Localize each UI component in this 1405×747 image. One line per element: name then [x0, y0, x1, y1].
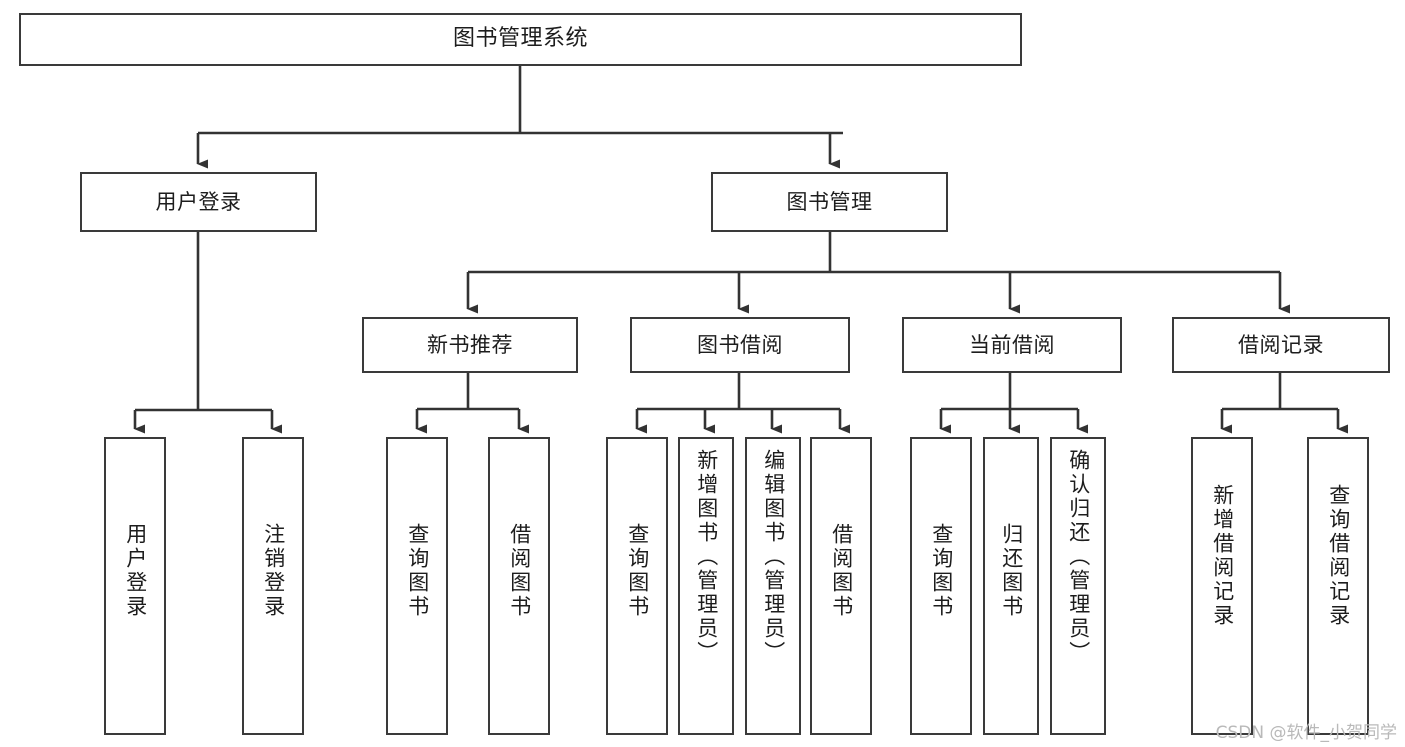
leaf-borrow-book-recommend[interactable]: 借阅图书	[488, 437, 550, 735]
leaf-edit-book-admin[interactable]: 编辑图书（管理员）	[745, 437, 801, 735]
node-current-borrow[interactable]: 当前借阅	[902, 317, 1122, 373]
node-label: 查询图书	[405, 523, 430, 619]
node-label: 借阅记录	[1238, 332, 1324, 357]
node-label: 用户登录	[155, 189, 242, 214]
leaf-query-book-recommend[interactable]: 查询图书	[386, 437, 448, 735]
node-label: 新书推荐	[427, 332, 513, 357]
leaf-query-borrow-record[interactable]: 查询借阅记录	[1307, 437, 1369, 735]
node-label: 当前借阅	[969, 332, 1055, 357]
node-root-book-management-system[interactable]: 图书管理系统	[19, 13, 1022, 66]
watermark-credit: CSDN @软件_小贺同学	[1215, 723, 1397, 743]
leaf-add-book-admin[interactable]: 新增图书（管理员）	[678, 437, 734, 735]
leaf-query-book-current[interactable]: 查询图书	[910, 437, 972, 735]
leaf-add-borrow-record[interactable]: 新增借阅记录	[1191, 437, 1253, 735]
node-label: 用户登录	[123, 523, 148, 619]
node-label: 查询图书	[625, 523, 650, 619]
node-label: 注销登录	[261, 523, 286, 619]
node-label: 查询图书	[929, 523, 954, 619]
node-book-management[interactable]: 图书管理	[711, 172, 948, 232]
node-book-borrow[interactable]: 图书借阅	[630, 317, 850, 373]
node-label: 查询借阅记录	[1326, 484, 1351, 628]
node-user-login[interactable]: 用户登录	[80, 172, 317, 232]
leaf-query-book-borrow[interactable]: 查询图书	[606, 437, 668, 735]
leaf-borrow-book[interactable]: 借阅图书	[810, 437, 872, 735]
node-label: 图书借阅	[697, 332, 783, 357]
leaf-user-login[interactable]: 用户登录	[104, 437, 166, 735]
node-label: 新增借阅记录	[1210, 484, 1235, 628]
node-label: 确认归还（管理员）	[1066, 449, 1091, 665]
node-label: 新增图书（管理员）	[694, 449, 719, 665]
leaf-logout-login[interactable]: 注销登录	[242, 437, 304, 735]
leaf-confirm-return-admin[interactable]: 确认归还（管理员）	[1050, 437, 1106, 735]
node-label: 编辑图书（管理员）	[761, 449, 786, 665]
node-borrow-record[interactable]: 借阅记录	[1172, 317, 1390, 373]
node-label: 归还图书	[999, 523, 1024, 619]
node-label: 借阅图书	[829, 523, 854, 619]
node-label: 借阅图书	[507, 523, 532, 619]
node-label: 图书管理	[786, 189, 873, 214]
node-new-book-recommend[interactable]: 新书推荐	[362, 317, 578, 373]
node-label: 图书管理系统	[452, 26, 588, 52]
leaf-return-book[interactable]: 归还图书	[983, 437, 1039, 735]
